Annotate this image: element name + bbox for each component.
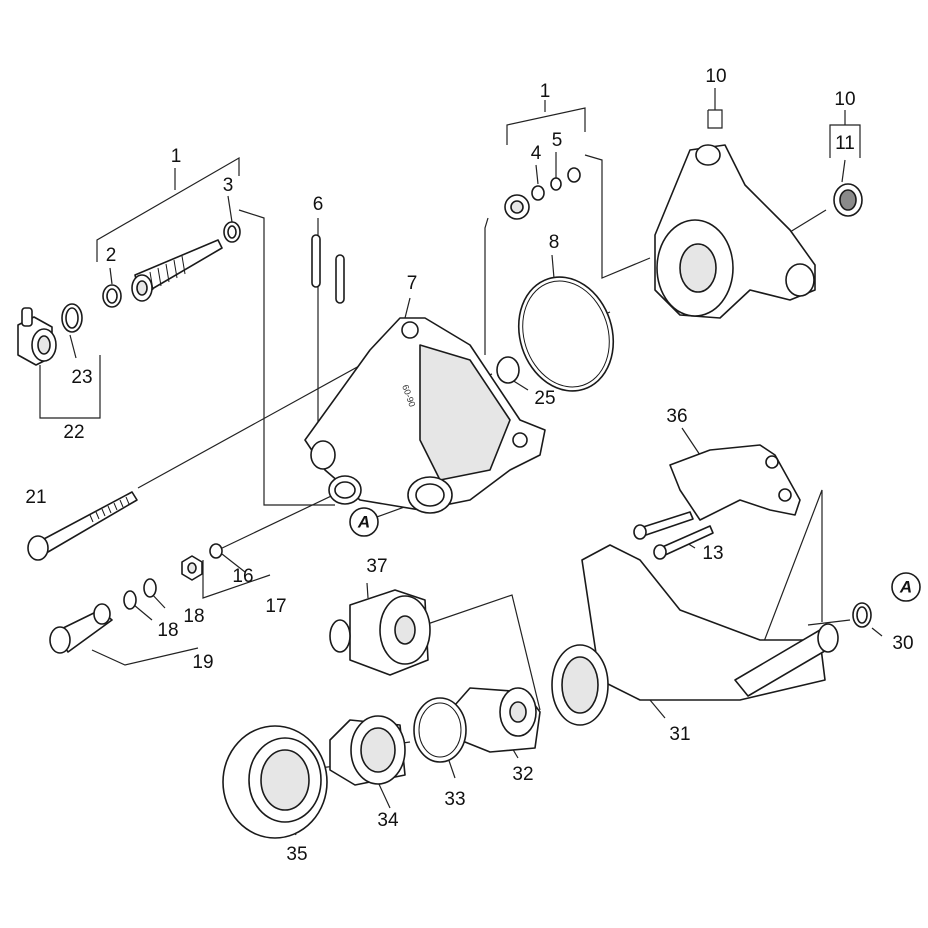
- callout-31: 31: [669, 724, 690, 745]
- callout-1-left: 1: [171, 146, 182, 167]
- part-36-mounting-bracket: [669, 444, 801, 521]
- part-32-filter: [454, 687, 541, 753]
- callout-1-right: 1: [540, 81, 551, 102]
- part-18-o-ring-a: [143, 578, 157, 598]
- part-19-nozzle: [49, 603, 113, 654]
- callout-16: 16: [232, 566, 253, 587]
- callout-10-top: 10: [705, 66, 726, 87]
- callout-6: 6: [313, 194, 324, 215]
- part-37-coupling: [329, 589, 431, 676]
- part-6-pins: [311, 234, 345, 304]
- svg-text:A: A: [357, 512, 370, 531]
- part-16-washer: [209, 543, 223, 559]
- callout-19: 19: [192, 652, 213, 673]
- part-7-pump-housing: 60-90: [304, 317, 546, 514]
- callout-21: 21: [25, 487, 46, 508]
- svg-text:A: A: [899, 577, 912, 596]
- part-33-ring: [413, 697, 467, 763]
- callout-3: 3: [223, 175, 234, 196]
- reference-marker-a-right: A: [891, 572, 921, 602]
- callout-7: 7: [407, 273, 418, 294]
- part-8-large-o-ring: [517, 276, 615, 392]
- part-17-nut: [181, 555, 203, 581]
- callout-8: 8: [549, 232, 560, 253]
- callout-10-right: 10: [834, 89, 855, 110]
- part-10-cylinder-head: [654, 144, 816, 319]
- callout-35: 35: [286, 844, 307, 865]
- reference-markers: A A: [349, 507, 921, 602]
- part-25-o-ring: [496, 356, 520, 384]
- callout-13: 13: [702, 543, 723, 564]
- callout-36: 36: [666, 406, 687, 427]
- callout-33: 33: [444, 789, 465, 810]
- callout-23: 23: [71, 367, 92, 388]
- callout-18-left: 18: [157, 620, 178, 641]
- reference-marker-a-left: A: [349, 507, 379, 537]
- part-right-valve-parts: [504, 167, 581, 220]
- callout-5: 5: [552, 130, 563, 151]
- callout-4: 4: [531, 143, 542, 164]
- callout-numbers: 1 2 3 23 22 6 7 21 16 17 18 18 19 1 4 5 …: [25, 66, 913, 865]
- part-35-union-nut: [222, 725, 328, 839]
- part-21-bolt: [27, 491, 138, 561]
- callout-17: 17: [265, 596, 286, 617]
- part-11-seal: [833, 183, 863, 217]
- part-34-adapter: [329, 715, 406, 786]
- callout-37: 37: [366, 556, 387, 577]
- part-18-o-ring-b: [123, 590, 137, 610]
- part-1-spring-valve: [131, 239, 223, 302]
- callout-25: 25: [534, 388, 555, 409]
- part-31-inlet-housing: [551, 544, 839, 726]
- callout-22: 22: [63, 422, 84, 443]
- callout-34: 34: [377, 810, 399, 831]
- part-22-valve-fitting: [17, 307, 57, 366]
- part-13-screws: [633, 511, 714, 560]
- callout-32: 32: [512, 764, 533, 785]
- callout-30: 30: [892, 633, 913, 654]
- parts: 60-90: [17, 144, 872, 839]
- callout-11: 11: [835, 133, 855, 154]
- callout-18-right: 18: [183, 606, 204, 627]
- callout-2: 2: [106, 245, 117, 266]
